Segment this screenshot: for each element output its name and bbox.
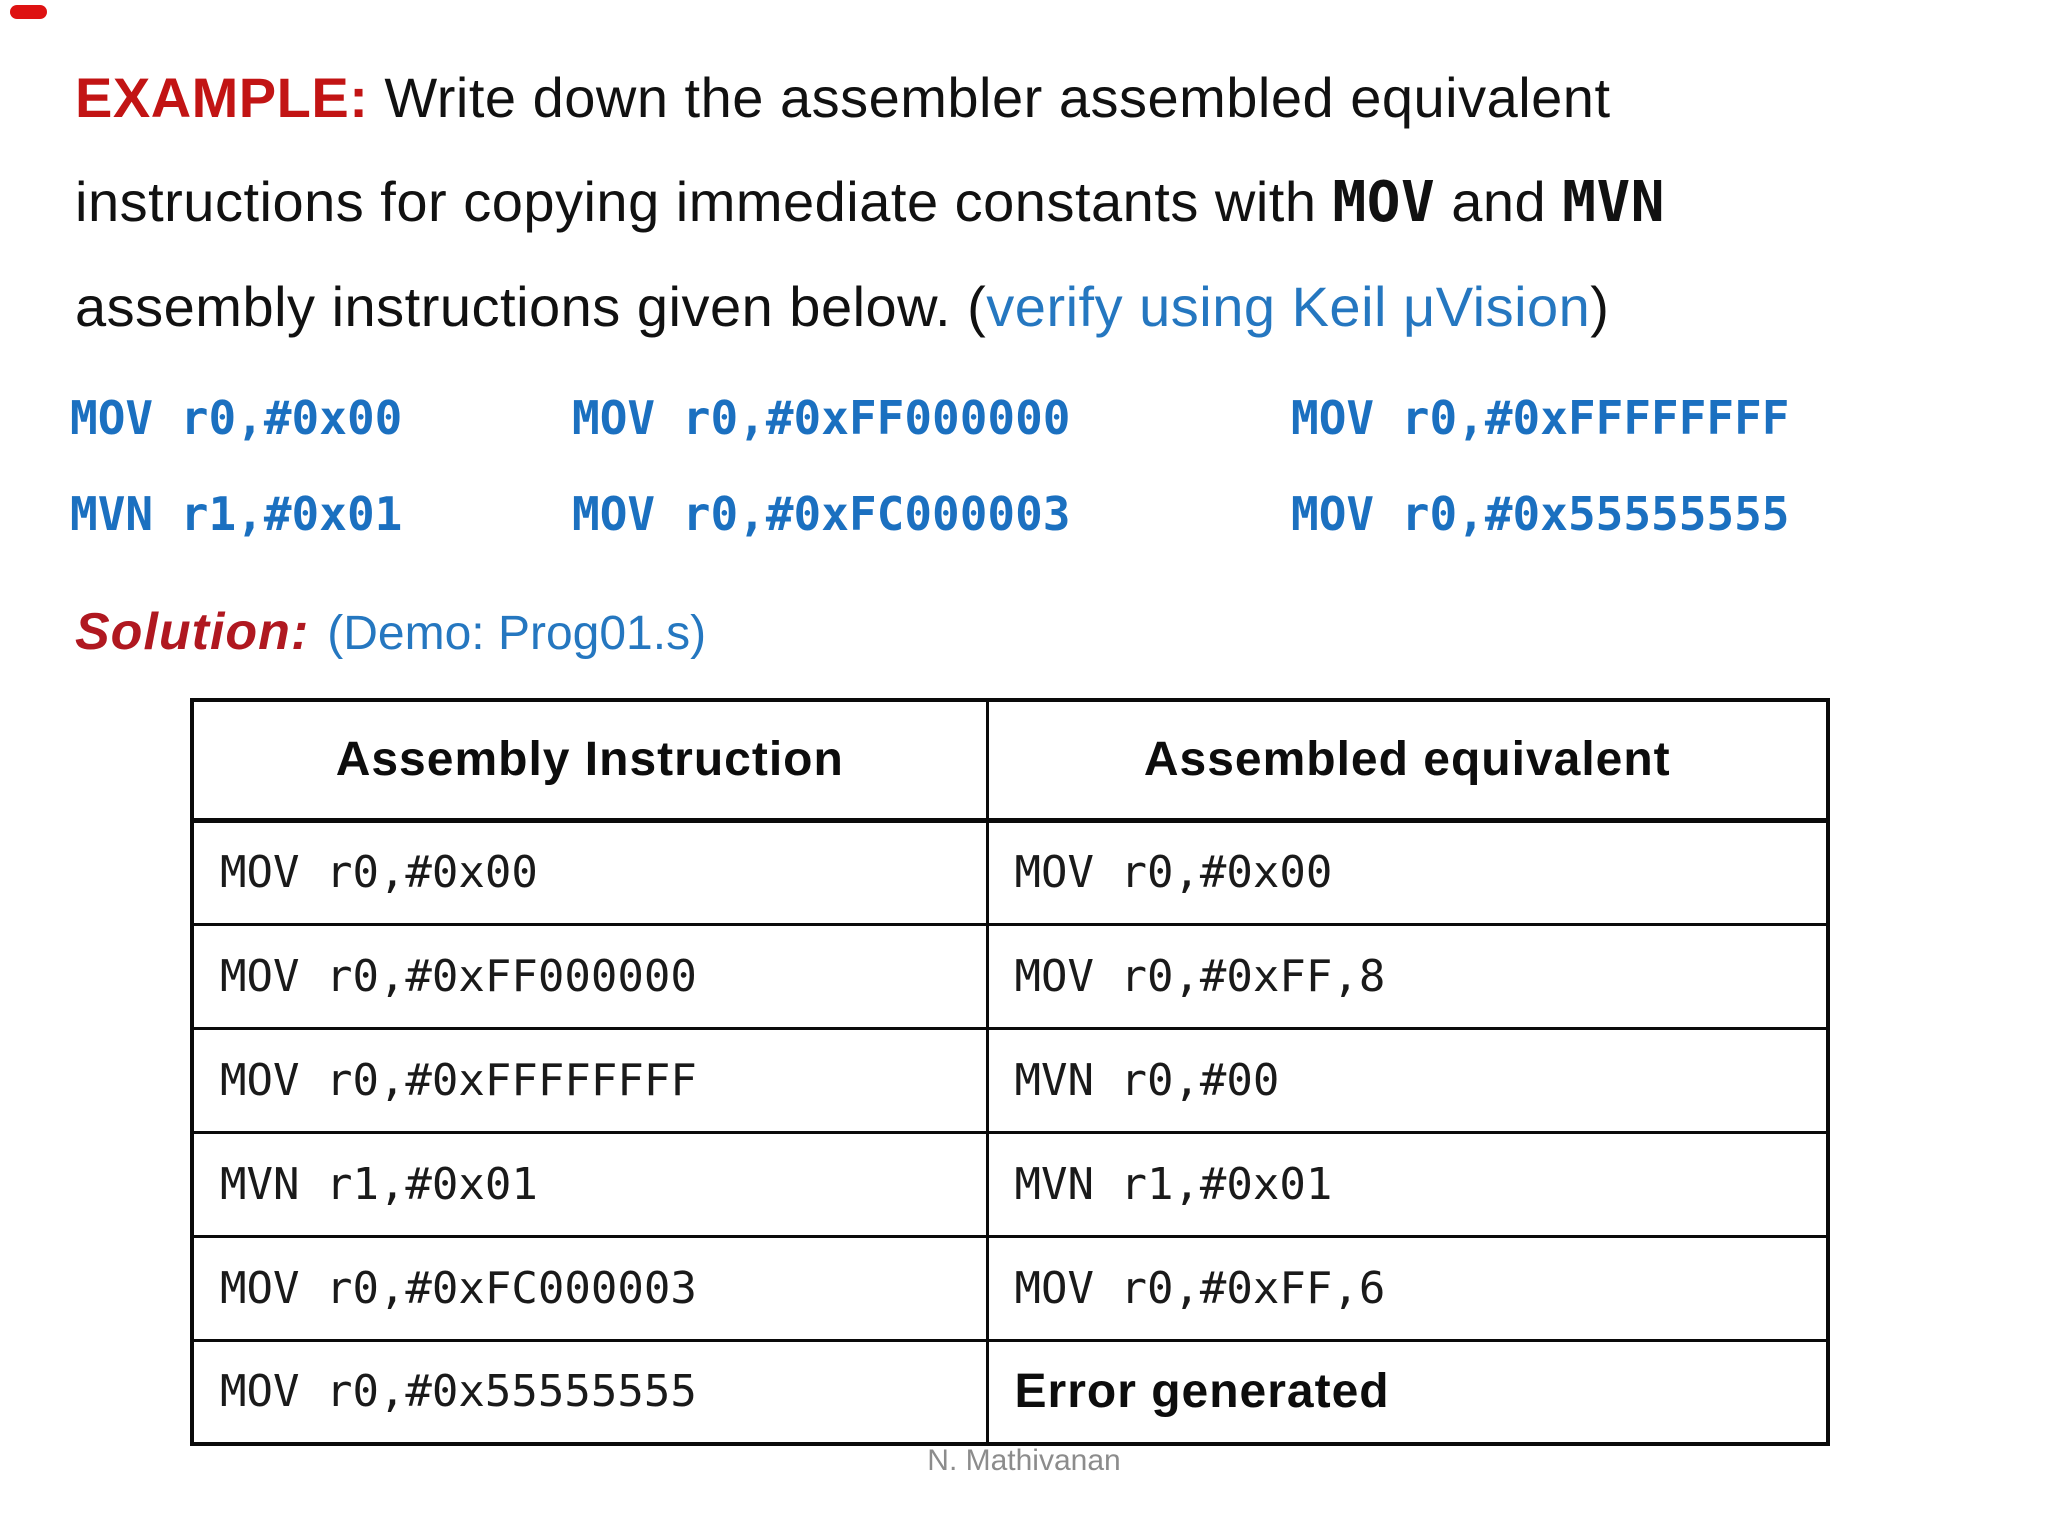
title-line-2-text: instructions for copying immediate const… [75,170,1333,233]
equivalent-cell: MOV r0,#0x00 [985,818,1830,926]
solution-demo-note: (Demo: Prog01.s) [327,607,707,660]
equivalent-cell: MVN r1,#0x01 [985,1130,1830,1238]
table-row: MOV r0,#0x00 MOV r0,#0x00 [190,818,1830,926]
title-line-3-close: ) [1590,275,1610,338]
column-header-assembly-instruction: Assembly Instruction [190,698,989,823]
instruction-cell: MOV r0,#0xFC000003 [190,1234,989,1342]
title-line-3: assembly instructions given below. (veri… [75,255,2005,359]
table-row: MOV r0,#0xFFFFFFFF MVN r0,#00 [190,1026,1830,1134]
instruction-cell: MOV r0,#0x55555555 [190,1338,989,1446]
title-line-2: instructions for copying immediate const… [75,150,2005,255]
solution-label: Solution: [75,603,310,661]
title-keil-note: verify using Keil μVision [986,275,1591,338]
red-marker [10,5,47,19]
equivalent-cell-error: Error generated [985,1338,1830,1446]
assembly-result-table: Assembly Instruction Assembled equivalen… [190,698,1830,1446]
table-row: MOV r0,#0xFF000000 MOV r0,#0xFF,8 [190,922,1830,1030]
code-cell: MOV r0,#0xFFFFFFFF [1291,391,1790,445]
title-mvn-keyword: MVN [1562,170,1665,235]
slide-title: EXAMPLE: Write down the assembler assemb… [75,46,2005,359]
code-row-1: MOV r0,#0x00 MOV r0,#0xFF000000 MOV r0,#… [0,388,2048,448]
code-cell: MOV r0,#0x00 [70,391,403,445]
code-cell: MVN r1,#0x01 [70,487,403,541]
footer-author: N. Mathivanan [927,1444,1121,1477]
title-line-2-mid: and [1435,170,1563,233]
title-mov-keyword: MOV [1332,170,1436,235]
instruction-cell: MOV r0,#0xFFFFFFFF [190,1026,989,1134]
instruction-cell: MOV r0,#0x00 [190,818,989,926]
equivalent-cell: MOV r0,#0xFF,6 [985,1234,1830,1342]
instruction-cell: MVN r1,#0x01 [190,1130,989,1238]
title-line-1-text: Write down the assembler assembled equiv… [368,66,1611,129]
equivalent-cell: MVN r0,#00 [985,1026,1830,1134]
table-row: MVN r1,#0x01 MVN r1,#0x01 [190,1130,1830,1238]
code-cell: MOV r0,#0xFF000000 [572,391,1071,445]
instruction-cell: MOV r0,#0xFF000000 [190,922,989,1030]
solution-line: Solution: (Demo: Prog01.s) [75,596,706,668]
code-row-2: MVN r1,#0x01 MOV r0,#0xFC000003 MOV r0,#… [0,484,2048,544]
title-line-1: EXAMPLE: Write down the assembler assemb… [75,46,2005,150]
table-row: MOV r0,#0xFC000003 MOV r0,#0xFF,6 [190,1234,1830,1342]
code-cell: MOV r0,#0xFC000003 [572,487,1071,541]
column-header-assembled-equivalent: Assembled equivalent [985,698,1830,823]
table-header-row: Assembly Instruction Assembled equivalen… [190,698,1830,823]
code-cell: MOV r0,#0x55555555 [1291,487,1790,541]
title-line-3-text: assembly instructions given below. ( [75,275,987,338]
equivalent-cell: MOV r0,#0xFF,8 [985,922,1830,1030]
table-row: MOV r0,#0x55555555 Error generated [190,1338,1830,1446]
title-example-label: EXAMPLE: [75,66,369,129]
